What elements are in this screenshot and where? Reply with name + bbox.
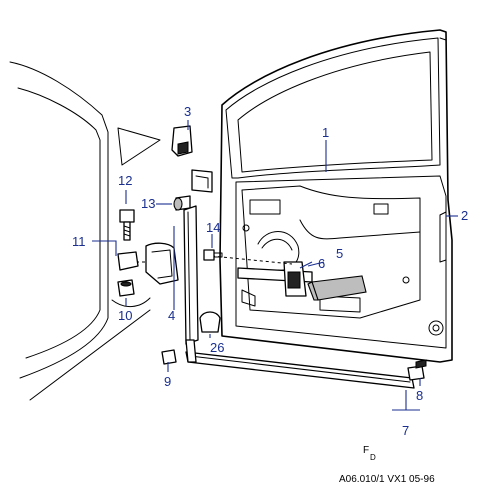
market-code-sub: D: [370, 453, 376, 462]
window-motor: [307, 275, 367, 301]
upper-hinge-part: [171, 125, 193, 157]
retaining-clip-part: [407, 359, 427, 381]
bumper-plug-part: [199, 311, 221, 333]
door-check-bracket: [191, 169, 213, 193]
callout-6: 6: [318, 256, 325, 271]
callout-2: 2: [461, 208, 468, 223]
callout-12: 12: [118, 173, 132, 188]
sill-seal-strip: [185, 339, 415, 389]
callout-8: 8: [416, 388, 423, 403]
door-shell: [219, 29, 453, 363]
callout-26: 26: [210, 340, 224, 355]
clip-part: [161, 349, 177, 365]
callout-7: 7: [402, 423, 409, 438]
figure-reference: A06.010/1 VX1 05-96: [339, 474, 435, 485]
alignment-line: [211, 255, 293, 265]
plug-part: [173, 195, 191, 211]
callout-10: 10: [118, 308, 132, 323]
callout-1: 1: [322, 125, 329, 140]
vehicle-body-outline: [9, 61, 161, 401]
callout-9: 9: [164, 374, 171, 389]
market-code-main: F: [363, 445, 369, 456]
callout-5: 5: [336, 246, 343, 261]
lower-hinge-part: [117, 242, 179, 285]
callout-4: 4: [168, 308, 175, 323]
callout-14: 14: [206, 220, 220, 235]
door-guide-channel: [183, 205, 199, 345]
nut-part: [117, 279, 135, 297]
callout-13: 13: [141, 196, 155, 211]
callout-leader-lines: [92, 120, 458, 411]
screw-part: [203, 249, 223, 261]
callout-11: 11: [72, 234, 86, 249]
hinge-bolt-part: [119, 209, 135, 241]
callout-3: 3: [184, 104, 191, 119]
